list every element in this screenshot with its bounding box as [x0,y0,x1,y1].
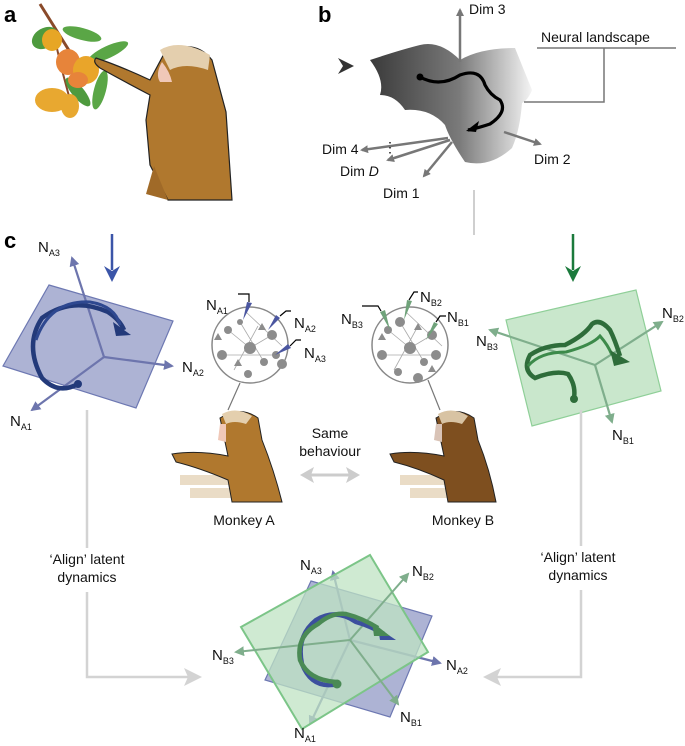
monkey-b-label: Monkey B [432,512,494,528]
trajectory-start [416,73,424,81]
monkey-b-latent-plane [488,289,664,427]
electrode-label-n-b2: NB2 [420,289,442,308]
align-right-line1: ‘Align’ latent [541,549,616,565]
align-arrow-right [483,410,583,686]
monkey-a-latent-plane [2,256,174,412]
electrode-label-n-a3: NA3 [304,345,326,364]
aligned-label-n-b2: NB2 [412,563,434,582]
a-plane-label-n-a1: NA1 [10,413,32,432]
electrode-label-n-a2: NA2 [294,315,316,334]
b-plane-label-n-b1: NB1 [612,427,634,446]
dim-2-label: Dim 2 [534,151,571,167]
neural-trajectory [419,71,504,132]
panel-label-b: b [318,2,331,27]
dim-d-label: Dim D [340,163,379,179]
panel-label-c: c [4,228,16,253]
dimension-axes [360,8,542,178]
dim-ellipsis: ⋮ [383,139,397,155]
branch-to-b-arrowhead [565,266,581,282]
a-to-b-arrowhead [338,58,354,74]
panel-label-a: a [4,2,17,27]
neural-landscape-label: Neural landscape [541,29,650,45]
b-plane-label-n-b3: NB3 [476,333,498,352]
monkey-a-neural-network [211,293,301,411]
dim-1-label: Dim 1 [383,185,420,201]
a-plane-label-n-a2: NA2 [182,359,204,378]
same-behaviour-line1: Same [312,425,349,441]
dim-d-italic: D [369,163,379,179]
same-behaviour-double-arrow [300,467,360,483]
dim-4-label: Dim 4 [322,141,359,157]
electrode-label-n-a1: NA1 [206,297,228,316]
neural-landscape-surface [370,44,532,164]
aligned-label-n-b1: NB1 [400,709,422,728]
neural-landscape-leader-line [524,47,676,103]
aligned-label-n-a3: NA3 [300,557,322,576]
align-arrow-left [85,410,202,686]
electrode-label-n-b1: NB1 [447,309,469,328]
aligned-latent-planes [234,553,442,731]
electrode-label-n-b3: NB3 [341,311,363,330]
align-left-line1: ‘Align’ latent [50,551,125,567]
dim-d-prefix: Dim [340,163,369,179]
same-behaviour-line2: behaviour [299,443,361,459]
dim-3-label: Dim 3 [469,1,506,17]
align-left-line2: dynamics [57,569,116,585]
monkey-b-neural-network [362,291,449,411]
aligned-label-n-a1: NA1 [294,725,316,744]
monkey-reaching-fruit-illustration [31,3,233,201]
aligned-label-n-a2: NA2 [446,657,468,676]
monkey-b-illustration [389,410,497,503]
trajectory-arrowhead [466,121,479,132]
monkey-a-illustration [171,410,283,503]
a-plane-label-n-a3: NA3 [38,239,60,258]
align-right-line2: dynamics [548,567,607,583]
aligned-label-n-b3: NB3 [212,647,234,666]
branch-to-a-arrowhead [104,266,120,282]
b-plane-label-n-b2: NB2 [662,305,684,324]
monkey-a-label: Monkey A [213,512,275,528]
